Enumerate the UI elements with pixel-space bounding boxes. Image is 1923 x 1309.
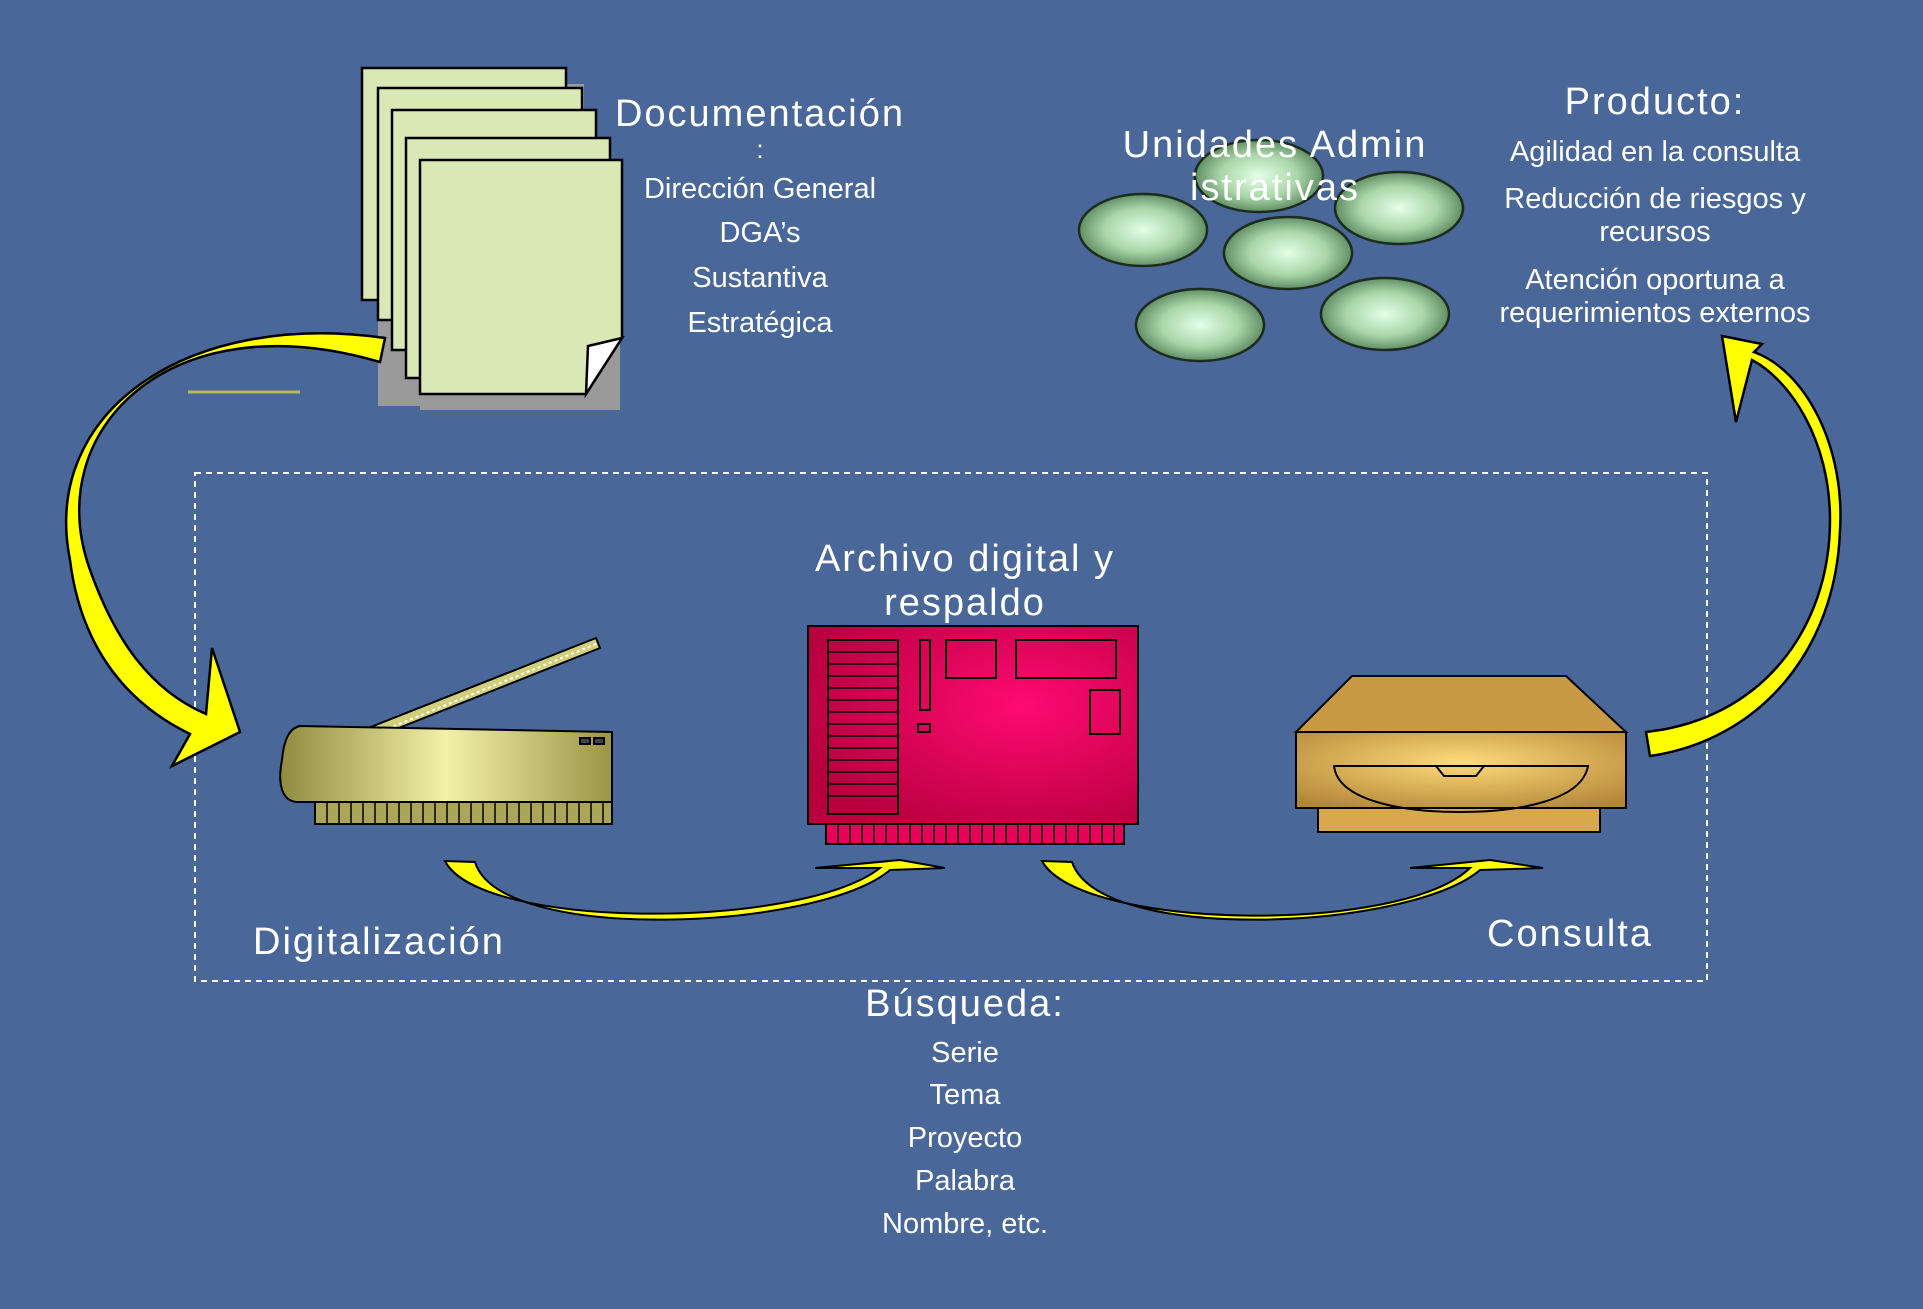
documentation-item: Sustantiva xyxy=(692,262,828,295)
flow-arrow-icon xyxy=(64,332,387,769)
digitalization-label: Digitalización xyxy=(253,921,505,963)
search-list: Serie Tema Proyecto Palabra Nombre, etc. xyxy=(820,1036,1110,1242)
product-item: Reducción de riesgos y recursos xyxy=(1504,182,1806,249)
server-board-icon xyxy=(807,625,1139,845)
search-item: Proyecto xyxy=(907,1122,1023,1155)
product-item: Atención oportuna a requerimientos exter… xyxy=(1499,263,1811,329)
archive-label: Archivo digital y respaldo xyxy=(814,538,1116,624)
product-title: Producto: xyxy=(1564,81,1746,123)
unit-ellipses-icon xyxy=(1077,138,1465,363)
search-item: Palabra xyxy=(915,1164,1015,1197)
document-stack-icon xyxy=(360,66,625,410)
scanner-icon xyxy=(279,636,613,825)
search-item: Serie xyxy=(931,1036,999,1069)
consulta-label: Consulta xyxy=(1487,913,1653,955)
flow-arrow-icon xyxy=(1040,858,1544,921)
documentation-item: Dirección General xyxy=(643,172,877,205)
product-block: Producto: Agilidad en la consulta Reducc… xyxy=(1470,80,1840,344)
disk-drive-icon xyxy=(1293,675,1629,833)
flow-arrow-icon xyxy=(443,858,946,921)
units-label: Unidades Administrativas xyxy=(1122,124,1428,209)
documentation-item: Estratégica xyxy=(687,306,833,339)
search-item: Tema xyxy=(929,1079,1001,1112)
documentation-list: Dirección General DGA’s Sustantiva Estra… xyxy=(600,172,920,341)
product-item: Agilidad en la consulta xyxy=(1509,135,1801,168)
search-title: Búsqueda: xyxy=(865,983,1065,1025)
flow-arrow-icon xyxy=(1644,334,1842,758)
documentation-item: DGA’s xyxy=(719,217,801,250)
documentation-title: Documentación xyxy=(614,93,906,135)
product-list: Agilidad en la consulta Reducción de rie… xyxy=(1470,136,1840,331)
search-block: Búsqueda: Serie Tema Proyecto Palabra No… xyxy=(820,982,1110,1250)
documentation-block: Documentación : Dirección General DGA’s … xyxy=(600,92,920,351)
search-item: Nombre, etc. xyxy=(882,1207,1048,1240)
documentation-colon: : xyxy=(756,133,764,164)
